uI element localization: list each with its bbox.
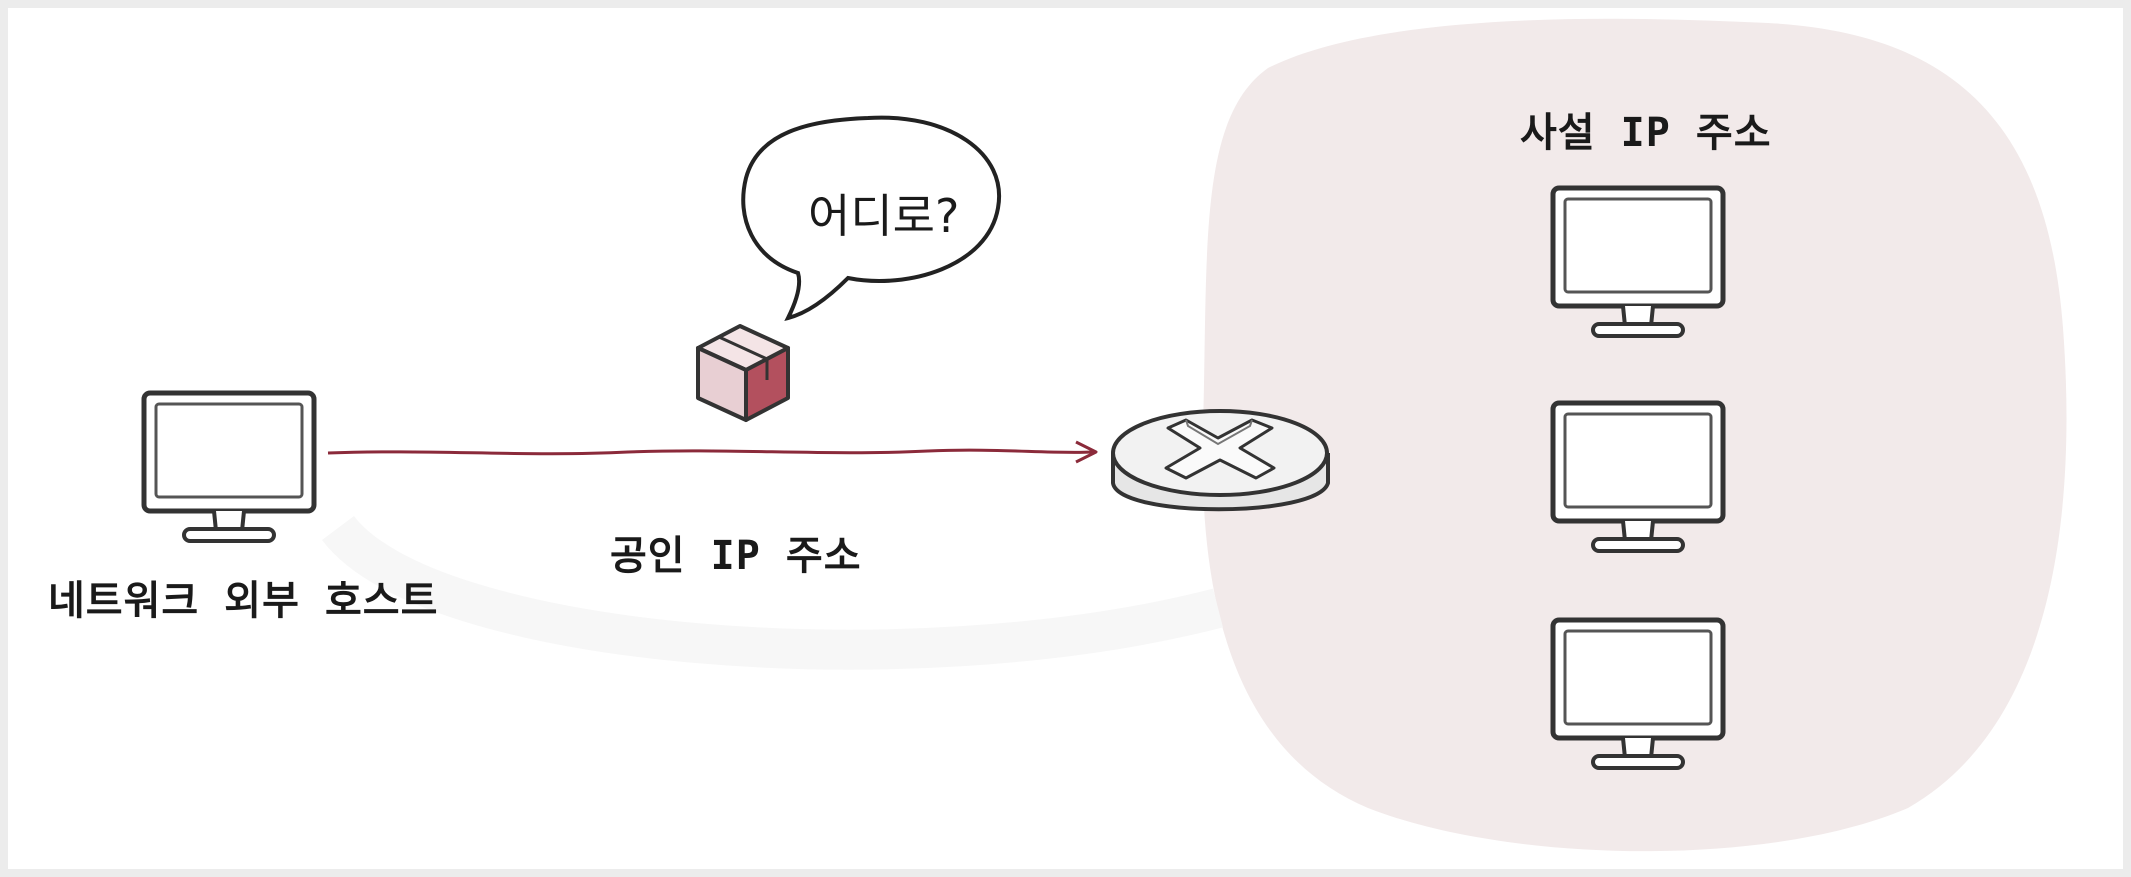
external-host-label: 네트워크 외부 호스트 xyxy=(48,578,439,624)
public-ip-label: 공인 IP 주소 xyxy=(610,533,862,579)
speech-bubble xyxy=(741,115,1002,321)
private-ip-label: 사설 IP 주소 xyxy=(1520,110,1772,156)
diagram-canvas xyxy=(8,18,2067,852)
diagram-frame: 어디로? 네트워크 외부 호스트 공인 IP 주소 사설 IP 주소 xyxy=(8,8,2123,869)
speech-bubble-text: 어디로? xyxy=(808,189,960,243)
packet-route-arrow xyxy=(327,448,1094,456)
background-swirl xyxy=(322,515,1223,670)
packet-box-icon xyxy=(696,324,790,422)
router-icon xyxy=(1111,409,1330,512)
arrow-head-icon xyxy=(1075,440,1098,464)
external-host-monitor-icon xyxy=(144,393,314,541)
